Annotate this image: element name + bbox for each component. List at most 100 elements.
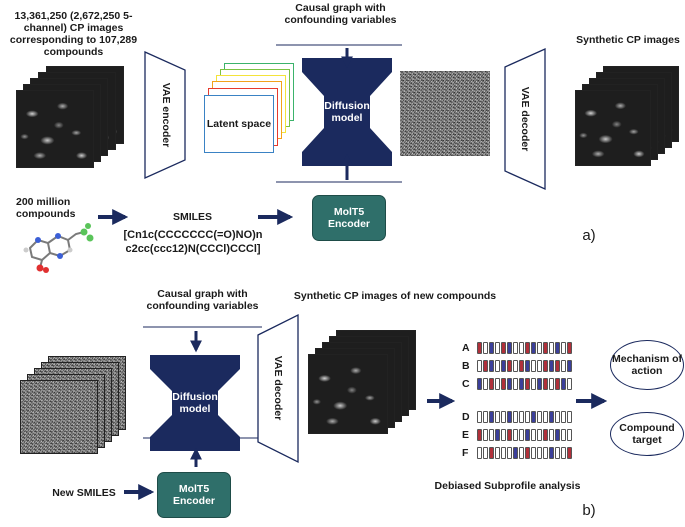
subprofile-bar — [519, 360, 524, 372]
noise-image-stack-b — [20, 356, 130, 456]
new-smiles-label: New SMILES — [52, 487, 116, 499]
subprofile-bar — [561, 342, 566, 354]
subprofile-bar — [489, 342, 494, 354]
subprofile-bar — [495, 447, 500, 459]
subprofile-bar — [555, 411, 560, 423]
subprofile-bar — [513, 447, 518, 459]
subprofile-bar — [531, 411, 536, 423]
subprofile-bar — [483, 360, 488, 372]
molt5-encoder-b: MolT5 Encoder — [157, 472, 231, 518]
compounds-label: 200 million compounds — [16, 196, 76, 220]
subprofile-bar — [549, 378, 554, 390]
subprofile-bar — [489, 360, 494, 372]
subprofile-bar — [477, 429, 482, 441]
row-label-d: D — [462, 411, 470, 423]
causal-graph-label-b: Causal graph with confounding variables — [146, 288, 259, 312]
subprofile-bar — [501, 411, 506, 423]
subprofile-row-b — [477, 360, 572, 372]
compound-target-node: Compound target — [610, 412, 684, 456]
subprofile-bar — [483, 447, 488, 459]
subprofile-bar — [555, 429, 560, 441]
subprofile-bar — [501, 342, 506, 354]
subprofile-bar — [489, 429, 494, 441]
subprofile-bar — [567, 378, 572, 390]
diffusion-model-shape-b — [150, 355, 240, 451]
row-label-a: A — [462, 342, 470, 354]
subprofile-bar — [561, 429, 566, 441]
subprofile-bar — [537, 429, 542, 441]
subprofile-bar — [531, 378, 536, 390]
subprofile-bar — [519, 447, 524, 459]
subprofile-bar — [495, 411, 500, 423]
subprofile-bar — [525, 378, 530, 390]
synthetic-image-stack-b — [308, 330, 418, 440]
subprofile-bar — [549, 429, 554, 441]
subprofile-bar — [543, 447, 548, 459]
subprofile-bar — [549, 411, 554, 423]
subprofile-bar — [567, 447, 572, 459]
subprofile-bar — [549, 360, 554, 372]
subprofile-row-e — [477, 429, 572, 441]
subprofile-row-d — [477, 411, 572, 423]
subprofile-bar — [519, 378, 524, 390]
synthetic-images-label-a: Synthetic CP images — [576, 34, 680, 46]
panel-letter-b: b) — [582, 502, 596, 519]
smiles-line-2: c2cc(ccc12)N(CCCl)CCCl] — [125, 243, 261, 255]
subprofile-bar — [537, 411, 542, 423]
subprofile-bar — [531, 342, 536, 354]
subprofile-bar — [543, 342, 548, 354]
subprofile-bar — [477, 378, 482, 390]
subprofile-bar — [513, 360, 518, 372]
subprofile-bar — [489, 447, 494, 459]
diffusion-model-label-a: Diffusion model — [324, 100, 370, 124]
subprofile-bar — [507, 378, 512, 390]
latent-space-label: Latent space — [204, 95, 274, 153]
subprofile-bar — [543, 360, 548, 372]
subprofile-bar — [495, 429, 500, 441]
subprofile-bar — [477, 411, 482, 423]
subprofile-bar — [555, 360, 560, 372]
subprofile-bar — [543, 378, 548, 390]
subprofile-bar — [561, 378, 566, 390]
subprofile-bar — [525, 342, 530, 354]
subprofile-bar — [519, 342, 524, 354]
smiles-line-1: [Cn1c(CCCCCCC(=O)NO)n — [123, 229, 263, 241]
row-label-b: B — [462, 360, 470, 372]
subprofile-bar — [525, 447, 530, 459]
vae-decoder-shape-b — [257, 313, 299, 464]
subprofile-bar — [531, 360, 536, 372]
subprofile-bar — [531, 447, 536, 459]
subprofile-bar — [477, 447, 482, 459]
subprofile-bar — [525, 360, 530, 372]
subprofile-bar — [477, 342, 482, 354]
molt5-encoder-a: MolT5 Encoder — [312, 195, 386, 241]
subprofile-bar — [495, 342, 500, 354]
subprofile-bar — [507, 447, 512, 459]
subprofile-bar — [537, 447, 542, 459]
subprofile-bar — [495, 360, 500, 372]
subprofile-bar — [507, 429, 512, 441]
input-images-label: 13,361,250 (2,672,250 5-channel) CP imag… — [9, 10, 138, 58]
diffusion-model-label-b: Diffusion model — [172, 391, 218, 415]
subprofile-bar — [567, 429, 572, 441]
subprofile-bar — [507, 411, 512, 423]
subprofile-bar — [525, 429, 530, 441]
subprofile-bar — [537, 342, 542, 354]
subprofile-bar — [513, 429, 518, 441]
subprofile-bar — [507, 342, 512, 354]
subprofile-bar — [543, 411, 548, 423]
input-image-stack — [16, 66, 126, 168]
subprofile-bar — [489, 411, 494, 423]
subprofile-bar — [561, 447, 566, 459]
subprofile-bar — [555, 447, 560, 459]
subprofile-bar — [543, 429, 548, 441]
subprofile-row-f — [477, 447, 572, 459]
subprofile-bar — [489, 378, 494, 390]
subprofile-bar — [507, 360, 512, 372]
subprofile-bar — [483, 429, 488, 441]
subprofile-bar — [501, 447, 506, 459]
subprofile-bar — [483, 342, 488, 354]
subprofile-bar — [483, 378, 488, 390]
